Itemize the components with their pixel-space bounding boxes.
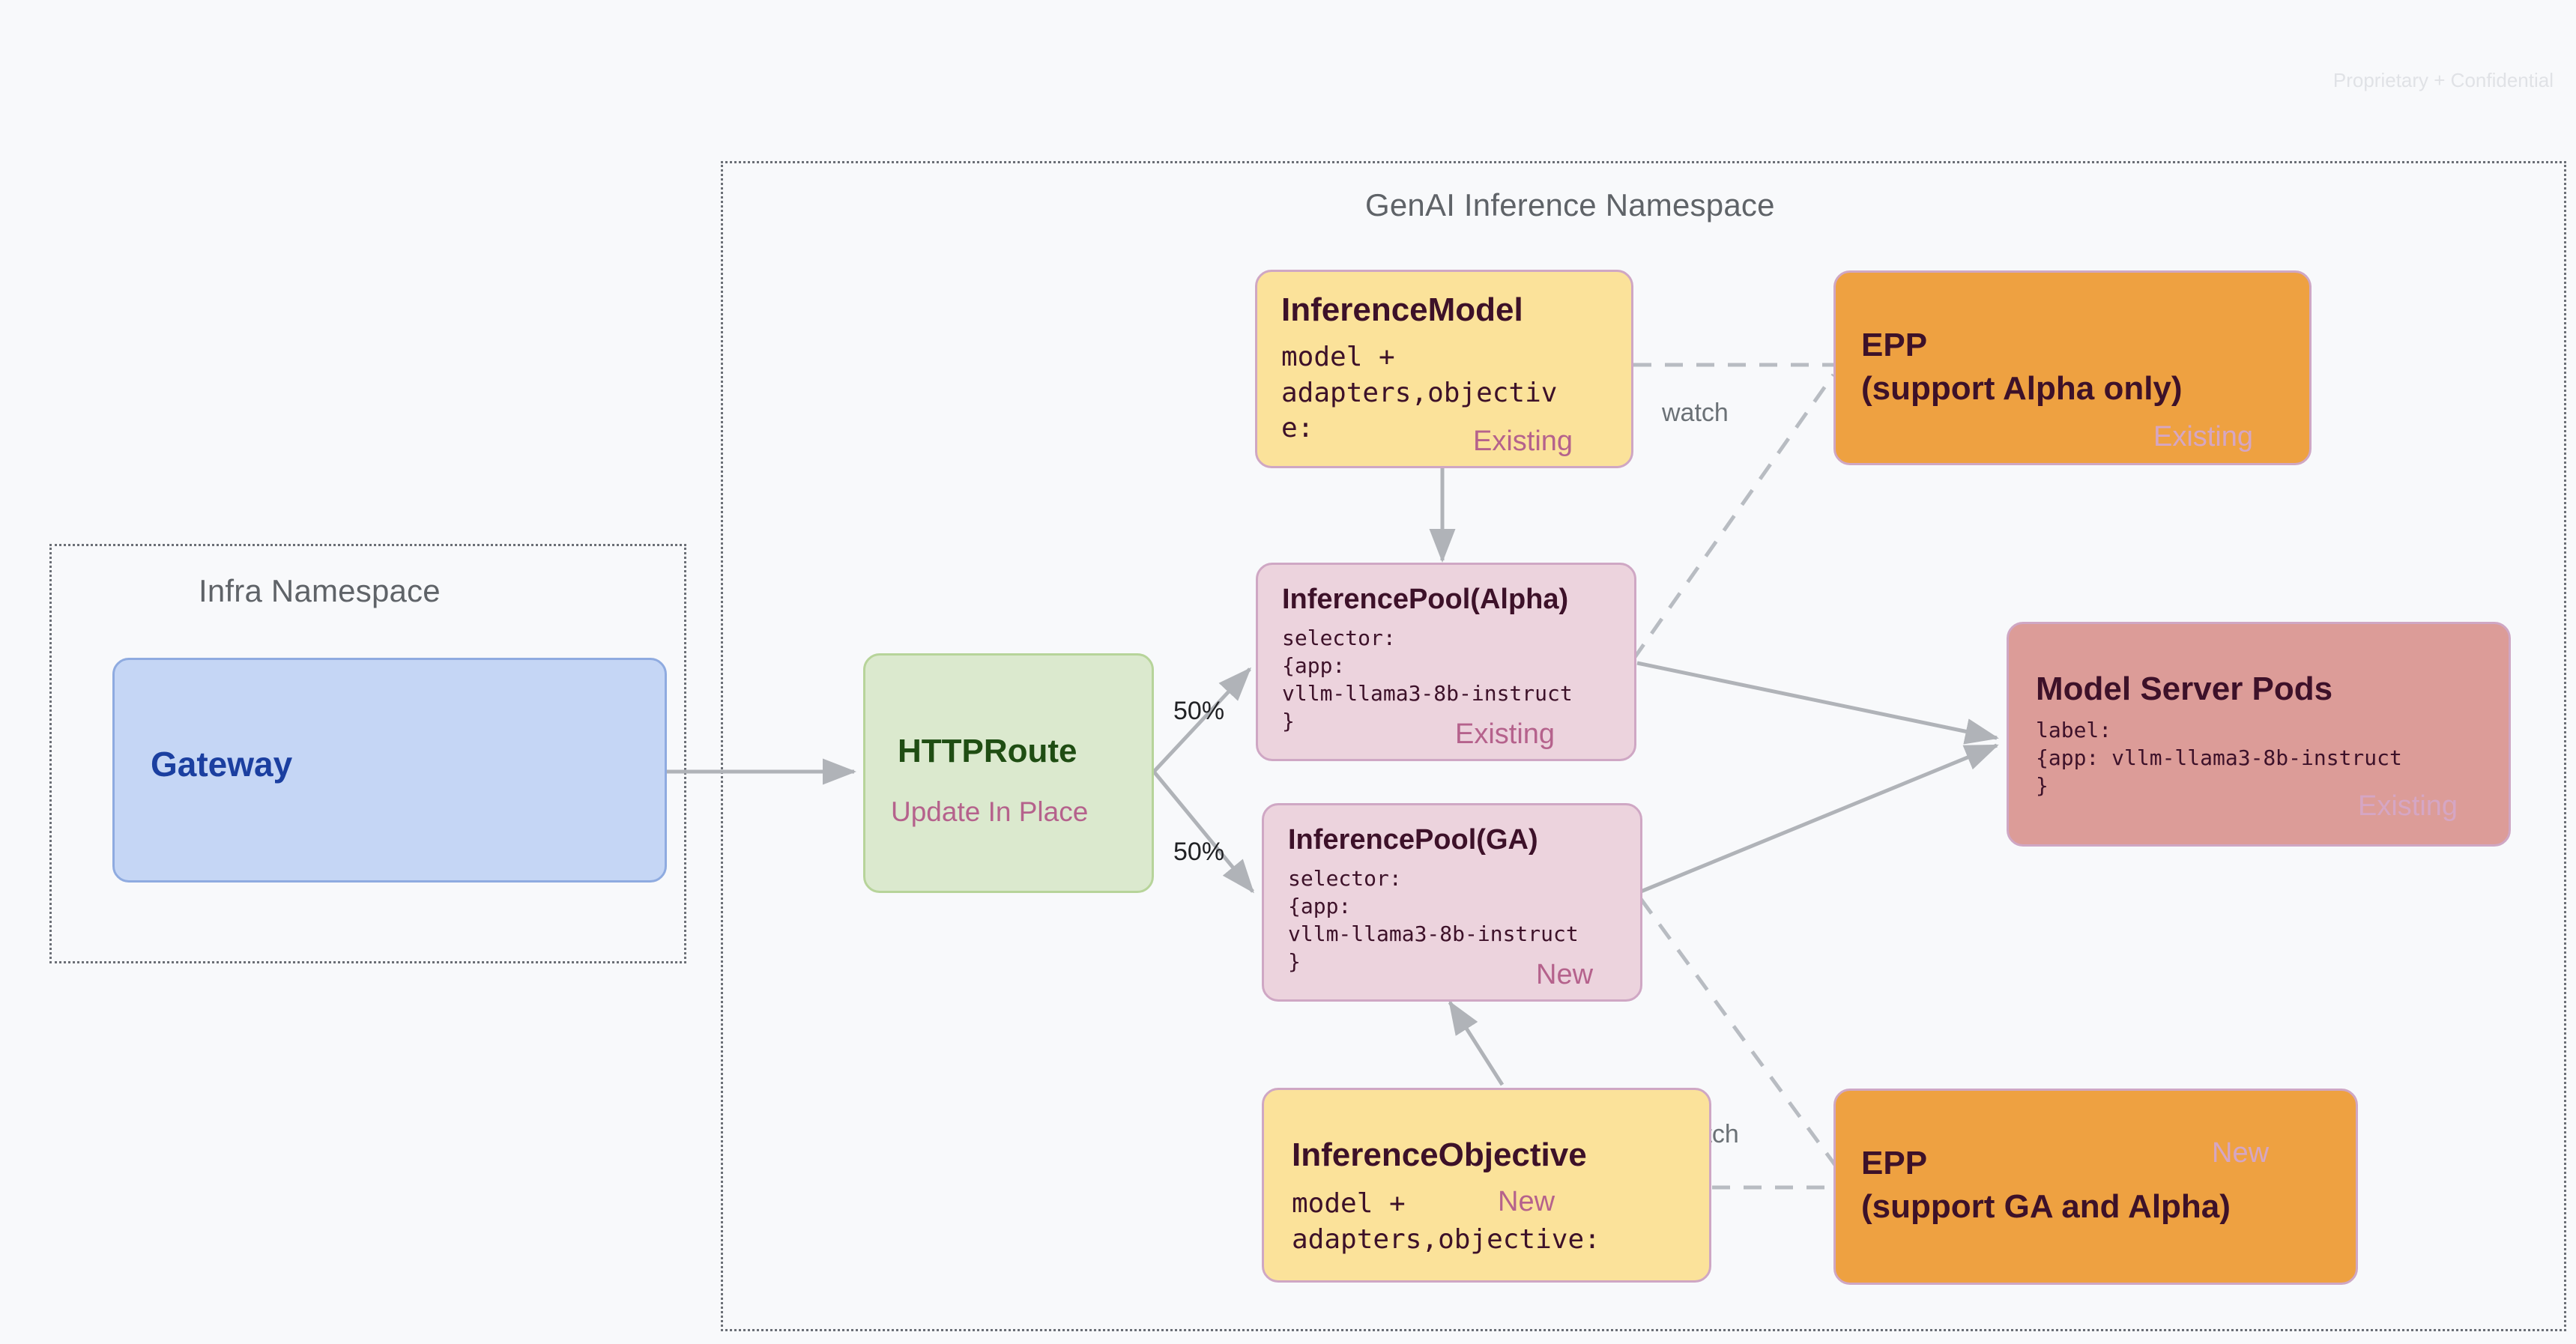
inference-pool-alpha-status-tag: Existing [1455,718,1555,750]
model-server-pods-status-tag: Existing [2358,790,2458,822]
inference-pool-ga-status-tag: New [1536,959,1594,990]
inference-model-title: InferenceModel [1281,291,1523,328]
epp-alpha-title-line1: EPP [1861,327,1928,363]
gateway-title: Gateway [151,745,293,784]
epp-alpha-status-tag: Existing [2153,421,2254,452]
genai-namespace-title: GenAI Inference Namespace [1365,187,1775,223]
node-httproute[interactable]: HTTPRoute Update In Place [863,653,1154,893]
edge-label-split-top: 50% [1173,697,1225,725]
httproute-status-tag: Update In Place [891,796,1089,827]
httproute-title: HTTPRoute [898,733,1077,769]
node-inference-objective[interactable]: InferenceObjective model + adapters,obje… [1262,1088,1711,1283]
inference-pool-ga-title: InferencePool(GA) [1288,824,1538,856]
inference-model-body: model + adapters,objectiv e: [1281,342,1558,444]
edge-label-split-bottom: 50% [1173,838,1225,866]
node-epp-alpha[interactable]: EPP (support Alpha only) Existing [1833,270,2312,465]
node-model-server-pods[interactable]: Model Server Pods label: {app: vllm-llam… [2007,622,2511,847]
inference-pool-ga-body: selector: {app: vllm-llama3-8b-instruct … [1288,866,1579,974]
node-epp-ga[interactable]: EPP (support GA and Alpha) New [1833,1089,2358,1285]
infra-namespace-title: Infra Namespace [199,573,441,608]
node-inference-pool-ga[interactable]: InferencePool(GA) selector: {app: vllm-l… [1262,803,1642,1002]
inference-pool-alpha-title: InferencePool(Alpha) [1282,584,1569,615]
inference-model-status-tag: Existing [1473,426,1573,457]
epp-ga-title-line2: (support GA and Alpha) [1861,1188,2231,1225]
model-server-pods-title: Model Server Pods [2036,671,2333,707]
edge-label-watch-top: watch [1662,399,1729,427]
infra-namespace-container [49,544,686,963]
epp-ga-status-tag: New [2212,1137,2270,1169]
inference-pool-alpha-body: selector: {app: vllm-llama3-8b-instruct … [1282,626,1573,733]
node-inference-pool-alpha[interactable]: InferencePool(Alpha) selector: {app: vll… [1256,563,1636,761]
model-server-pods-body: label: {app: vllm-llama3-8b-instruct } [2036,718,2402,798]
confidential-watermark: Proprietary + Confidential [2332,69,2554,91]
epp-alpha-title-line2: (support Alpha only) [1861,370,2183,407]
epp-ga-title-line1: EPP [1861,1145,1928,1181]
genai-namespace-container [721,161,2566,1331]
inference-objective-body: model + adapters,objective: [1292,1188,1600,1255]
node-gateway[interactable]: Gateway [112,658,667,883]
inference-objective-status-tag: New [1498,1186,1555,1217]
inference-objective-title: InferenceObjective [1292,1136,1587,1173]
node-inference-model[interactable]: InferenceModel model + adapters,objectiv… [1255,270,1633,468]
